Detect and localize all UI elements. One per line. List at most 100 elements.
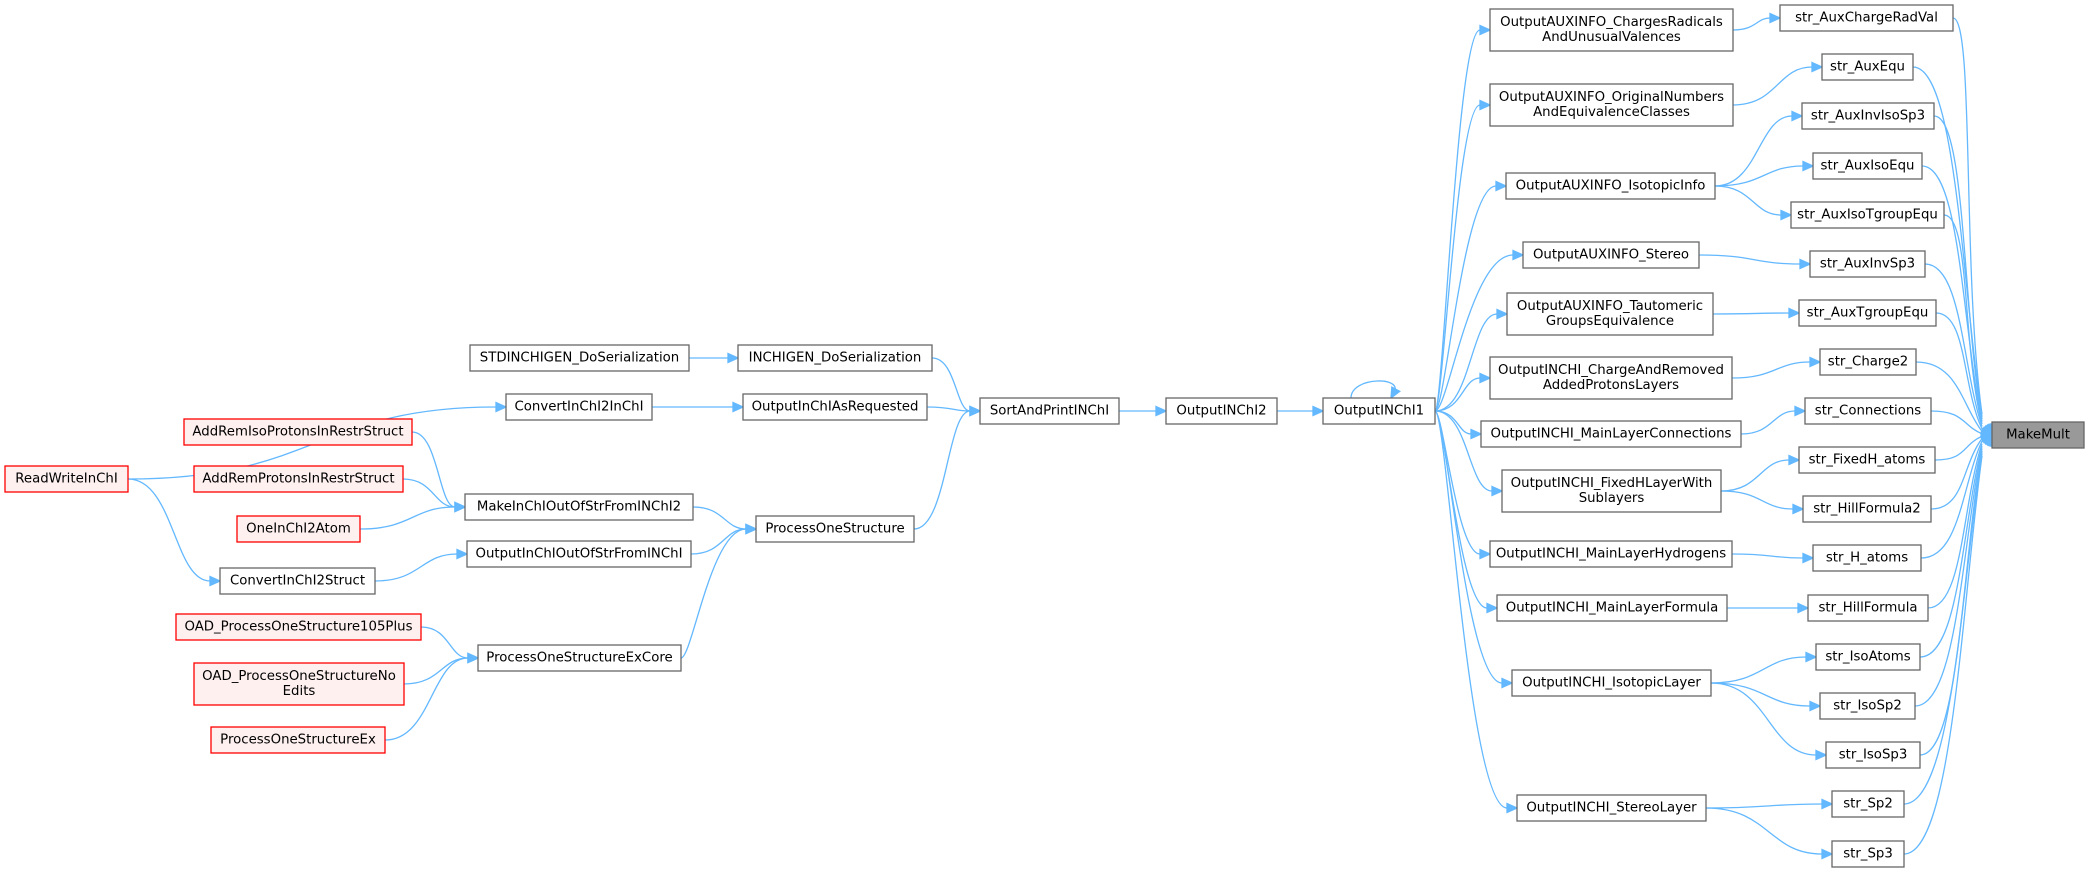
node-str-aux-inv-iso-sp3[interactable]: str_AuxInvIsoSp3 [1801, 102, 1935, 130]
node-output-inchi-charge-and-removed[interactable]: OutputINCHI_ChargeAndRemovedAddedProtons… [1489, 356, 1733, 400]
node-box [1809, 250, 1926, 278]
edge-str-aux-tgroup-equ-to-make-mult [1935, 312, 1994, 436]
node-stdinchigen-do-serialization[interactable]: STDINCHIGEN_DoSerialization [469, 344, 690, 372]
node-str-iso-atoms[interactable]: str_IsoAtoms [1815, 643, 1921, 671]
node-str-aux-charge-rad-val[interactable]: str_AuxChargeRadVal [1779, 4, 1954, 32]
edge-read-write-in-ch-i-to-convert-in-ch-i2-struct [127, 478, 222, 587]
edge-output-inchi-charge-and-removed-to-str-charge2 [1731, 356, 1822, 379]
node-label: Sublayers [1579, 491, 1645, 506]
node-output-in-ch-iout-of-str-from-inch-i[interactable]: OutputInChIOutOfStrFromINChI [466, 540, 692, 568]
node-read-write-in-ch-i[interactable]: ReadWriteInChI [4, 465, 129, 493]
node-make-in-ch-iout-of-str-from-inch-i2[interactable]: MakeInChIOutOfStrFromINChI2 [464, 493, 694, 521]
node-output-inchi-main-layer-hydrogens[interactable]: OutputINCHI_MainLayerHydrogens [1489, 540, 1733, 568]
edge-sort-and-print-inch-i-to-output-inch-i2 [1118, 405, 1168, 417]
node-add-rem-iso-protons-in-restr-struct[interactable]: AddRemIsoProtonsInRestrStruct [183, 418, 413, 446]
node-box [1802, 495, 1932, 523]
node-sort-and-print-inch-i[interactable]: SortAndPrintINChI [979, 397, 1120, 425]
node-output-inchi-main-layer-connections[interactable]: OutputINCHI_MainLayerConnections [1480, 420, 1742, 448]
edge-str-hill-formula2-to-make-mult [1930, 433, 1994, 510]
node-inchigen-do-serialization[interactable]: INCHIGEN_DoSerialization [737, 344, 933, 372]
node-str-iso-sp2[interactable]: str_IsoSp2 [1819, 692, 1916, 720]
node-str-connections[interactable]: str_Connections [1804, 397, 1932, 425]
node-box [1798, 446, 1936, 474]
node-str-hill-formula[interactable]: str_HillFormula [1807, 594, 1929, 622]
node-oad-process-one-structure105-plus[interactable]: OAD_ProcessOneStructure105Plus [175, 613, 422, 641]
edge-output-auxinfo-stereo-to-str-aux-inv-sp3 [1698, 254, 1812, 270]
node-output-inch-i1[interactable]: OutputINChI1 [1322, 397, 1436, 425]
node-label: ProcessOneStructure [765, 522, 904, 537]
node-box [1821, 53, 1914, 81]
edge-output-inchi-isotopic-layer-to-str-iso-sp2 [1710, 682, 1822, 712]
node-convert-in-ch-i2-struct[interactable]: ConvertInChI2Struct [219, 567, 376, 595]
edge-output-inch-i2-to-output-inch-i1 [1276, 405, 1325, 417]
node-box [219, 567, 376, 595]
edge-output-inchi-main-layer-connections-to-str-connections [1740, 405, 1807, 435]
node-str-aux-equ[interactable]: str_AuxEqu [1821, 53, 1914, 81]
node-label: str_IsoSp2 [1833, 699, 1902, 714]
node-str-aux-tgroup-equ[interactable]: str_AuxTgroupEqu [1798, 299, 1937, 327]
node-label: str_AuxTgroupEqu [1807, 306, 1929, 321]
node-label: str_Connections [1815, 404, 1921, 419]
node-label: INCHIGEN_DoSerialization [749, 351, 922, 366]
edge-convert-in-ch-i2-in-ch-i-to-output-in-ch-ias-requested [651, 401, 745, 413]
edge-output-inch-i1-to-output-inchi-fixed-hlayer-with [1434, 410, 1504, 497]
node-output-auxinfo-isotopic-info[interactable]: OutputAUXINFO_IsotopicInfo [1505, 172, 1716, 200]
node-str-aux-iso-tgroup-equ[interactable]: str_AuxIsoTgroupEqu [1790, 201, 1945, 229]
node-label: AddRemProtonsInRestrStruct [202, 472, 394, 487]
node-box [1819, 692, 1916, 720]
node-box [1807, 594, 1929, 622]
node-box [1496, 594, 1728, 622]
node-str-sp3[interactable]: str_Sp3 [1831, 840, 1905, 868]
node-box [1516, 794, 1707, 822]
node-label: str_H_atoms [1826, 551, 1908, 566]
node-box [1779, 4, 1954, 32]
node-str-hill-formula2[interactable]: str_HillFormula2 [1802, 495, 1932, 523]
node-str-fixed-h-atoms[interactable]: str_FixedH_atoms [1798, 446, 1936, 474]
edge-one-in-ch-i2-atom-to-make-in-ch-iout-of-str-from-inch-i2 [359, 501, 467, 530]
node-str-aux-inv-sp3[interactable]: str_AuxInvSp3 [1809, 250, 1926, 278]
node-label: STDINCHIGEN_DoSerialization [480, 351, 679, 366]
node-str-sp2[interactable]: str_Sp2 [1831, 790, 1905, 818]
node-str-aux-iso-equ[interactable]: str_AuxIsoEqu [1812, 152, 1923, 180]
node-box [1480, 420, 1742, 448]
node-box [1804, 397, 1932, 425]
node-output-in-ch-ias-requested[interactable]: OutputInChIAsRequested [742, 393, 928, 421]
node-str-h-atoms[interactable]: str_H_atoms [1812, 544, 1922, 572]
node-output-auxinfo-original-numbers[interactable]: OutputAUXINFO_OriginalNumbersAndEquivale… [1489, 83, 1734, 127]
node-label: str_AuxChargeRadVal [1795, 11, 1938, 26]
node-box [1322, 397, 1436, 425]
edge-output-inch-i1-to-output-auxinfo-stereo [1434, 249, 1525, 412]
node-label: OutputINCHI_ChargeAndRemoved [1498, 363, 1724, 378]
node-process-one-structure[interactable]: ProcessOneStructure [755, 515, 915, 543]
node-output-inchi-stereo-layer[interactable]: OutputINCHI_StereoLayer [1516, 794, 1707, 822]
node-output-inchi-isotopic-layer[interactable]: OutputINCHI_IsotopicLayer [1511, 669, 1712, 697]
node-process-one-structure-ex[interactable]: ProcessOneStructureEx [210, 726, 386, 754]
node-output-auxinfo-charges-radicals[interactable]: OutputAUXINFO_ChargesRadicalsAndUnusualV… [1489, 8, 1734, 52]
node-box [1522, 241, 1700, 269]
node-str-iso-sp3[interactable]: str_IsoSp3 [1825, 741, 1921, 769]
node-add-rem-protons-in-restr-struct[interactable]: AddRemProtonsInRestrStruct [193, 465, 404, 493]
node-box [1801, 102, 1935, 130]
edge-output-inchi-isotopic-layer-to-str-iso-atoms [1710, 651, 1818, 684]
node-label: str_HillFormula [1818, 601, 1917, 616]
node-str-charge2[interactable]: str_Charge2 [1819, 348, 1917, 376]
node-label: OutputInChIAsRequested [752, 400, 919, 415]
node-box [193, 662, 405, 706]
edge-stdinchigen-do-serialization-to-inchigen-do-serialization [689, 352, 740, 364]
node-one-in-ch-i2-atom[interactable]: OneInChI2Atom [236, 515, 361, 543]
node-output-auxinfo-tautomeric[interactable]: OutputAUXINFO_TautomericGroupsEquivalenc… [1506, 292, 1714, 336]
node-label: str_Charge2 [1828, 355, 1908, 370]
node-output-inch-i2[interactable]: OutputINChI2 [1165, 397, 1278, 425]
node-output-auxinfo-stereo[interactable]: OutputAUXINFO_Stereo [1522, 241, 1700, 269]
node-label: str_AuxEqu [1830, 60, 1905, 75]
node-convert-in-ch-i2-in-ch-i[interactable]: ConvertInChI2InChI [505, 393, 653, 421]
node-label: AndEquivalenceClasses [1533, 105, 1690, 120]
node-box [1501, 469, 1722, 513]
node-output-inchi-main-layer-formula[interactable]: OutputINCHI_MainLayerFormula [1496, 594, 1728, 622]
node-box [1815, 643, 1921, 671]
node-label: str_AuxIsoEqu [1821, 159, 1915, 174]
node-process-one-structure-ex-core[interactable]: ProcessOneStructureExCore [477, 644, 682, 672]
node-make-mult[interactable]: MakeMult [1991, 421, 2085, 449]
